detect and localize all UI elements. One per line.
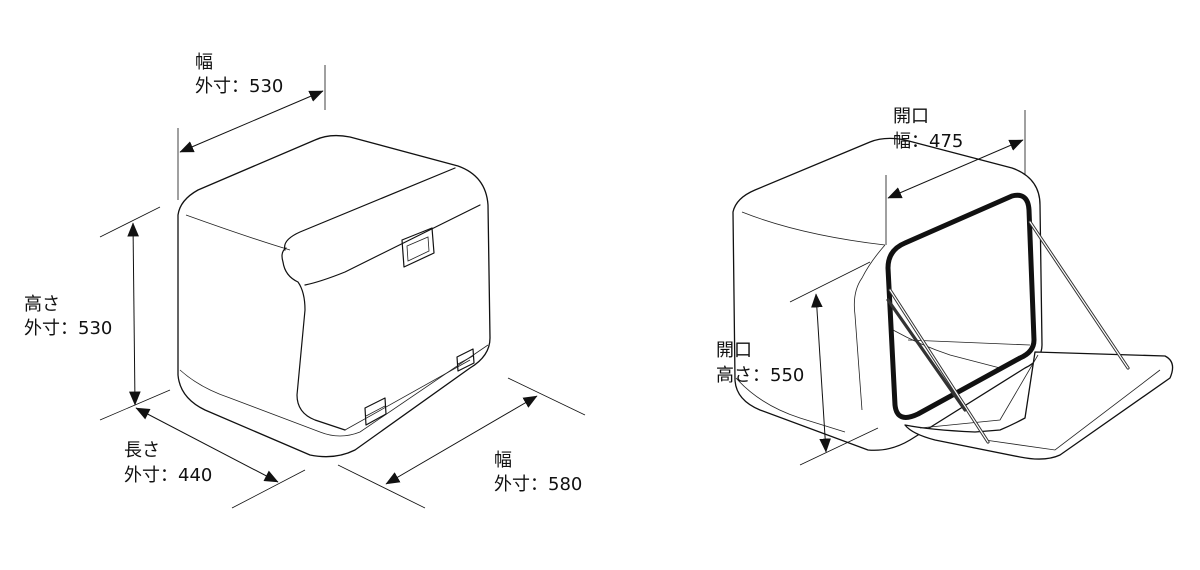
- label-right-opening-width: 開口 幅：475: [893, 106, 963, 152]
- label-line: 幅: [494, 450, 512, 471]
- label-line: 外寸：530: [24, 318, 112, 339]
- label-line: 外寸：530: [195, 76, 283, 97]
- label-right-opening-height: 開口 高さ：550: [716, 340, 804, 386]
- handle-icon: [401, 227, 435, 268]
- label-line: 長さ: [124, 440, 160, 461]
- label-line: 外寸：440: [124, 465, 212, 486]
- closed-container: [177, 134, 491, 458]
- label-left-length: 長さ 外寸：440: [124, 440, 212, 486]
- label-left-top-width: 幅 外寸：530: [195, 52, 283, 97]
- latch-icon: [456, 348, 475, 372]
- label-line: 開口: [893, 106, 929, 127]
- label-line: 高さ: [24, 294, 60, 315]
- dimension-lines-left: [99, 65, 586, 509]
- label-line: 幅：475: [893, 131, 963, 152]
- label-line: 外寸：580: [494, 474, 582, 495]
- open-container: [732, 137, 1174, 460]
- label-left-height: 高さ 外寸：530: [24, 294, 112, 339]
- dimension-lines-right: [789, 110, 1026, 466]
- label-line: 幅: [195, 52, 213, 73]
- label-line: 開口: [716, 340, 752, 361]
- label-line: 高さ：550: [716, 365, 804, 386]
- label-left-bottom-width: 幅 外寸：580: [494, 450, 582, 495]
